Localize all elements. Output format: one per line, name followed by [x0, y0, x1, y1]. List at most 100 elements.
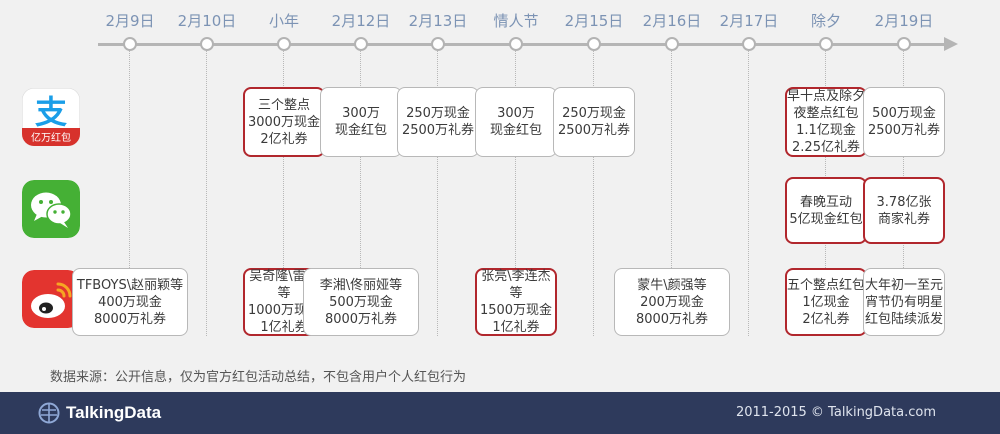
event-box-line: 五个整点红包 [787, 277, 866, 293]
timeline-guide-line [129, 51, 130, 336]
timeline-guide-line [360, 51, 361, 336]
alipay-event-box: 早十点及除夕夜整点红包 1.1亿现金 2.25亿礼券 [785, 87, 867, 157]
event-box-line: 夜整点红包 [793, 106, 859, 121]
event-box-line: 500万现金 [872, 106, 936, 121]
date-label: 2月16日 [642, 12, 702, 30]
event-box-line: 2500万礼券 [867, 123, 941, 138]
event-box-line: 商家礼券 [877, 211, 930, 227]
event-box-line: 红包陆续派发 [864, 311, 943, 327]
event-box-line: 现金红包 [334, 123, 387, 138]
timeline-node [354, 37, 368, 51]
wechat-icon [22, 180, 80, 238]
alipay-event-box: 250万现金 2500万礼券 [397, 87, 479, 157]
event-box-line: 200万现金 [640, 294, 704, 310]
date-label: 2月19日 [874, 12, 934, 30]
wechat-event-box: 3.78亿张商家礼券 [863, 177, 945, 244]
alipay-icon: 支 亿万红包 [22, 88, 80, 146]
talkingdata-logo-icon [38, 402, 60, 424]
event-box-line: 李湘\佟丽娅等 [319, 277, 403, 293]
weibo-event-box: 大年初一至元宵节仍有明星红包陆续派发 [863, 268, 945, 336]
timeline-node [819, 37, 833, 51]
event-box-line: 吴奇隆\雷军等 [249, 269, 319, 301]
timeline-node [200, 37, 214, 51]
brand-name: TalkingData [66, 403, 162, 422]
timeline-node [742, 37, 756, 51]
timeline-arrow-icon [944, 37, 958, 51]
date-label: 2月17日 [719, 12, 779, 30]
date-label: 2月9日 [105, 12, 155, 30]
event-box-line: 大年初一至元 [864, 277, 943, 293]
event-box-line: 1.1亿现金 [796, 123, 856, 138]
alipay-event-box: 250万现金 2500万礼券 [553, 87, 635, 157]
event-box-line: 250万现金 [562, 106, 626, 121]
source-note: 数据来源：公开信息，仅为官方红包活动总结，不包含用户个人红包行为 [50, 370, 467, 385]
timeline-guide-line [437, 51, 438, 336]
event-box-line: 3000万现金 [247, 114, 321, 130]
event-box-line: 8000万礼券 [635, 311, 709, 327]
date-label: 2月10日 [177, 12, 237, 30]
event-box-line: 2.25亿礼券 [792, 140, 860, 155]
date-label: 2月13日 [408, 12, 468, 30]
event-box-line: 8000万礼券 [324, 311, 398, 327]
event-box-line: 500万现金 [329, 294, 393, 310]
event-box-line: 300万 [342, 106, 380, 121]
event-box-line: 1000万现金 [247, 303, 321, 318]
event-box-line: 8000万礼券 [93, 311, 167, 327]
weibo-event-box: 张亮\李连杰等 1500万现金 1亿礼券 [475, 268, 557, 336]
timeline-guide-line [206, 51, 207, 336]
timeline-node [277, 37, 291, 51]
event-box-line: 1亿礼券 [260, 320, 308, 335]
timeline-guide-line [748, 51, 749, 336]
alipay-icon-caption: 亿万红包 [31, 131, 71, 144]
event-box-line: 5亿现金红包 [789, 211, 863, 227]
date-label: 情人节 [493, 12, 539, 30]
alipay-event-box: 300万现金红包 [475, 87, 557, 157]
event-box-line: 2亿礼券 [260, 131, 308, 147]
event-box-line: 300万 [497, 106, 535, 121]
timeline-guide-line [671, 51, 672, 336]
date-label: 除夕 [810, 12, 841, 30]
date-label: 2月15日 [564, 12, 624, 30]
footer: TalkingData 2011-2015 © TalkingData.com [0, 392, 1000, 434]
event-box-line: TFBOYS\赵丽颖等 [76, 277, 184, 293]
event-box-line: 张亮\李连杰等 [481, 269, 551, 301]
timeline-guide-line [515, 51, 516, 336]
timeline-guide-line [593, 51, 594, 336]
event-box-line: 2500万礼券 [557, 123, 631, 138]
timeline-node [431, 37, 445, 51]
timeline-node [897, 37, 911, 51]
talkingdata-logo: TalkingData [38, 402, 161, 424]
date-label: 小年 [268, 12, 299, 30]
timeline-node [665, 37, 679, 51]
alipay-icon-glyph: 支 [35, 93, 67, 131]
event-box-line: 1500万现金 [479, 303, 553, 318]
timeline-node [509, 37, 523, 51]
event-box-line: 宵节仍有明星 [864, 294, 943, 310]
timeline-guide-line [283, 51, 284, 336]
event-box-line: 1亿礼券 [492, 320, 540, 335]
timeline-node [587, 37, 601, 51]
event-box-line: 1亿现金 [802, 294, 850, 310]
event-box-line: 现金红包 [489, 123, 542, 138]
event-box-line: 三个整点 [257, 97, 310, 113]
timeline-node [123, 37, 137, 51]
event-box-line: 250万现金 [406, 106, 470, 121]
event-box-line: 400万现金 [98, 294, 162, 310]
alipay-event-box: 300万现金红包 [320, 87, 402, 157]
copyright: 2011-2015 © TalkingData.com [735, 405, 936, 420]
event-box-line: 早十点及除夕 [787, 89, 866, 104]
alipay-event-box: 500万现金 2500万礼券 [863, 87, 945, 157]
event-box-line: 2500万礼券 [401, 123, 475, 138]
event-box-line: 春晚互动 [799, 194, 852, 210]
date-label: 2月12日 [331, 12, 391, 30]
event-box-line: 蒙牛\颜强等 [637, 277, 707, 293]
weibo-icon [22, 270, 80, 328]
event-box-line: 2亿礼券 [802, 311, 850, 327]
event-box-line: 3.78亿张 [876, 194, 932, 210]
